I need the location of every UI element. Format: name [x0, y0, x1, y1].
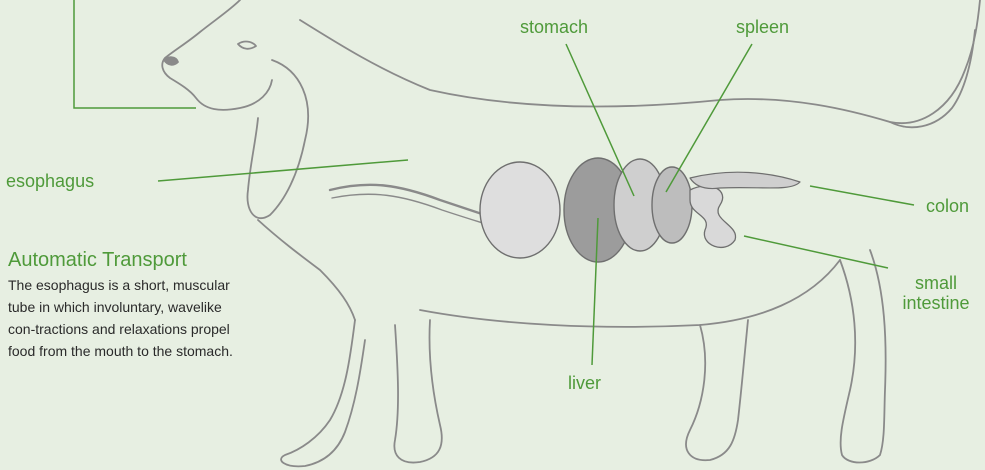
small-intestine-organ — [690, 186, 736, 247]
spleen-label: spleen — [736, 17, 789, 37]
head-leader-line — [74, 0, 196, 108]
dog-head-outline — [162, 0, 272, 110]
sidebar-title: Automatic Transport — [8, 248, 258, 272]
dog-sketch — [162, 0, 980, 466]
small-intestine-label-line2: intestine — [896, 293, 976, 313]
colon-leader-line — [810, 186, 914, 205]
dog-ear-outline — [247, 60, 308, 218]
dog-eye — [238, 42, 256, 49]
dog-nose — [164, 57, 178, 65]
dog-chest-outline — [258, 220, 355, 320]
small-intestine-leader-line — [744, 236, 888, 268]
lung-organ — [480, 162, 560, 258]
stomach-label: stomach — [520, 17, 588, 37]
dog-front-leg-right — [394, 320, 441, 463]
dog-hind-leg-left — [686, 320, 748, 460]
spleen-leader-line — [666, 44, 752, 192]
sidebar-body: The esophagus is a short, muscular tube … — [8, 274, 236, 362]
small-intestine-label: small intestine — [896, 273, 976, 313]
dog-front-leg-left — [281, 320, 365, 466]
dog-back-outline — [300, 0, 980, 123]
colon-organ — [690, 172, 800, 188]
organs-group — [480, 158, 800, 262]
esophagus-leader-line — [158, 160, 408, 181]
spleen-organ — [652, 167, 692, 243]
small-intestine-label-line1: small — [896, 273, 976, 293]
liver-label: liver — [568, 373, 601, 393]
colon-label: colon — [926, 196, 969, 216]
sidebar-caption: Automatic Transport The esophagus is a s… — [8, 248, 258, 362]
esophagus-label: esophagus — [6, 171, 94, 191]
dog-hind-leg-right — [840, 250, 886, 463]
dog-belly-outline — [420, 260, 840, 327]
